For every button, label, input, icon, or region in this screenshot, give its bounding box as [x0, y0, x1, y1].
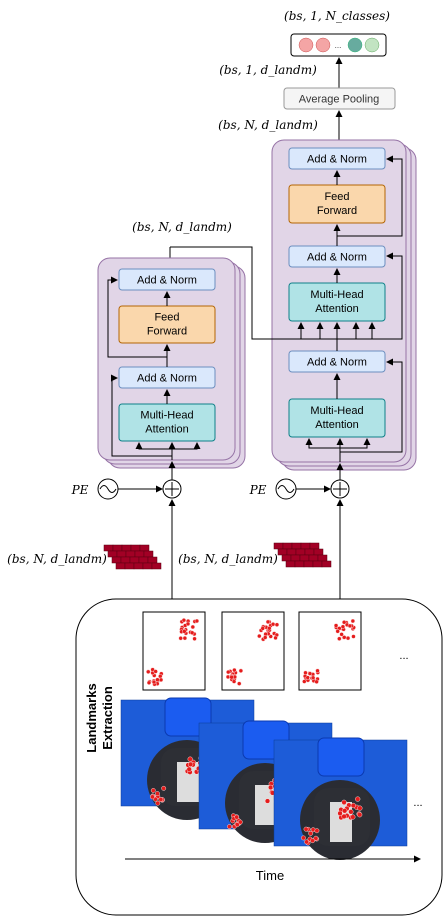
input-right-shape: (bs, N, d_landm) [178, 552, 278, 566]
extraction-title-2: Extraction [100, 686, 115, 750]
output-shape-label: (bs, 1, N_classes) [284, 9, 390, 23]
encoder-left-out-shape: (bs, N, d_landm) [132, 220, 232, 234]
mha-label-2: Attention [315, 419, 358, 431]
pe-right-label: PE [249, 483, 267, 497]
extraction-title-1: Landmarks [84, 683, 99, 752]
encoder-right: Add & Norm Feed Forward Add & Norm Multi… [271, 139, 417, 471]
average-pooling-block: Average Pooling [283, 87, 396, 110]
pooled-shape-label: (bs, 1, d_landm) [219, 63, 317, 77]
mha-label-1: Multi-Head [310, 405, 363, 417]
feed-forward-label-1: Feed [324, 191, 349, 203]
landmark-ellipsis: ... [399, 650, 408, 662]
time-label: Time [256, 868, 284, 883]
class-scores: ... [290, 33, 387, 57]
feed-forward-label-2: Forward [147, 326, 187, 338]
add-norm-label: Add & Norm [137, 373, 197, 385]
embedding-bricks-right [273, 542, 332, 568]
class-dot [298, 37, 314, 53]
feed-forward-label-1: Feed [154, 312, 179, 324]
feed-forward-label-2: Forward [317, 205, 357, 217]
pe-left: PE [71, 461, 182, 500]
mha-label-2: Attention [145, 424, 188, 436]
video-frames [120, 697, 408, 860]
pe-right: PE [249, 463, 350, 500]
class-dot [315, 37, 331, 53]
mha-label-1: Multi-Head [310, 289, 363, 301]
average-pooling-label: Average Pooling [299, 94, 380, 106]
embedding-bricks-left [103, 544, 162, 570]
encoder-right-out-shape: (bs, N, d_landm) [218, 118, 318, 132]
frame-ellipsis: ... [413, 797, 422, 809]
encoder-left: Add & Norm Feed Forward Add & Norm Multi… [97, 257, 246, 469]
class-dots-ellipsis: ... [335, 41, 342, 50]
mha-label-1: Multi-Head [140, 410, 193, 422]
add-norm-label: Add & Norm [307, 154, 367, 166]
add-norm-label: Add & Norm [307, 252, 367, 264]
landmark-frames [142, 611, 362, 691]
pe-left-label: PE [71, 483, 89, 497]
add-norm-label: Add & Norm [137, 275, 197, 287]
mha-label-2: Attention [315, 303, 358, 315]
add-norm-label: Add & Norm [307, 357, 367, 369]
class-dot [364, 37, 380, 53]
input-left-shape: (bs, N, d_landm) [7, 552, 107, 566]
add-norm-block [118, 268, 216, 291]
add-norm-block [288, 147, 386, 170]
class-dot [347, 37, 363, 53]
